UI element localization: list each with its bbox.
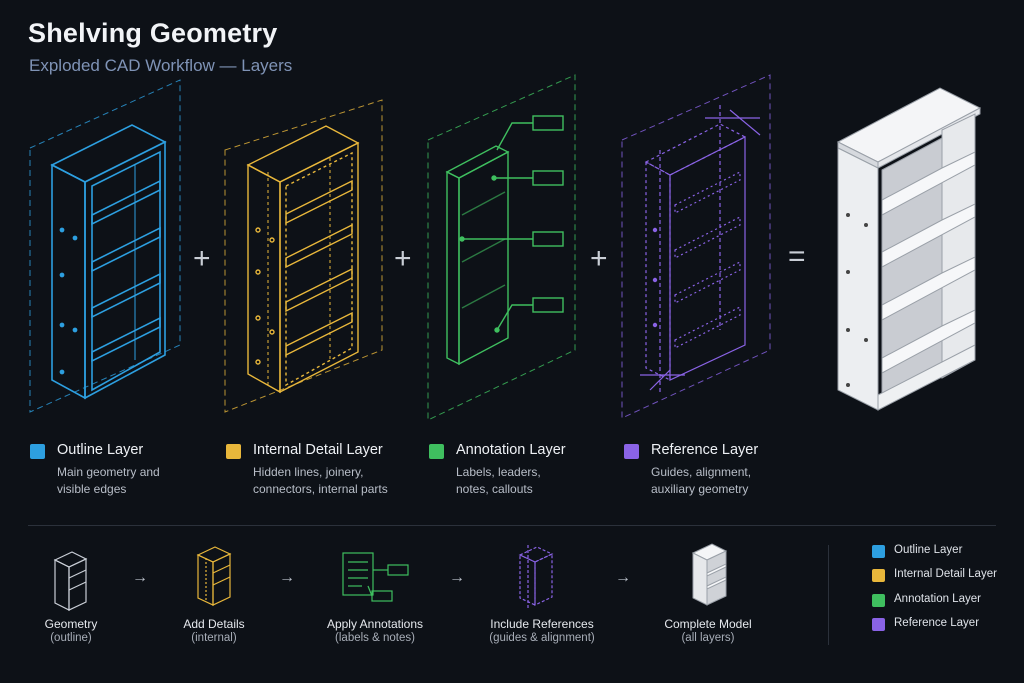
annotation-swatch [429,444,444,459]
legend-desc: visible edges [57,482,127,496]
complete-model-bookcase [836,87,982,411]
workflow-references-icon [518,545,554,610]
key-annotation-swatch [872,594,885,607]
detail-swatch [226,444,241,459]
outline-layer-bookcase [29,79,181,413]
annotation-layer-bookcase [427,74,576,421]
key-label: Annotation Layer [894,593,981,605]
legend-name: Annotation Layer [456,442,566,458]
workflow-step-label: Include References [490,617,594,631]
legend-desc: Main geometry and [57,465,160,479]
workflow-arrow-icon: → [615,569,631,586]
plus-operator: + [193,242,211,275]
workflow-step-label: Apply Annotations [326,617,424,631]
key-detail-swatch [872,569,885,582]
section-divider [28,525,996,526]
workflow-annotations-icon [342,552,409,602]
workflow-geometry-icon [53,551,88,611]
plus-operator: + [394,242,412,275]
workflow-step-sub: (guides & alignment) [489,632,595,644]
outline-swatch [30,444,45,459]
legend-desc: connectors, internal parts [253,482,388,496]
internal-detail-layer-bookcase [224,99,383,413]
equals-operator: = [788,240,806,273]
key-divider [828,545,829,645]
legend-name: Outline Layer [57,442,144,458]
page-subtitle: Exploded CAD Workflow — Layers [29,56,293,75]
workflow-step-label: Add Details [183,617,245,631]
key-reference-swatch [872,618,885,631]
legend-name: Reference Layer [651,442,759,458]
reference-swatch [624,444,639,459]
legend-desc: notes, callouts [456,482,533,496]
legend-name: Internal Detail Layer [253,442,383,458]
key-outline-swatch [872,545,885,558]
page-title: Shelving Geometry [28,18,278,48]
legend-desc: Labels, leaders, [456,465,541,479]
workflow-arrow-icon: → [132,569,148,586]
legend-desc: auxiliary geometry [651,482,749,496]
workflow-details-icon [196,546,232,606]
workflow-complete-model-icon [691,543,728,606]
key-label: Outline Layer [894,544,963,556]
workflow-step-sub: (internal) [191,632,237,644]
workflow-step-label: Complete Model [664,617,752,631]
legend-desc: Hidden lines, joinery, [253,465,364,479]
workflow-step-sub: (labels & notes) [335,632,415,644]
legend-desc: Guides, alignment, [651,465,752,479]
workflow-step-sub: (outline) [50,632,92,644]
workflow-arrow-icon: → [449,569,465,586]
workflow-step-sub: (all layers) [681,632,735,644]
key-label: Reference Layer [894,617,980,629]
workflow-arrow-icon: → [279,569,295,586]
workflow-step-label: Geometry [44,617,98,631]
reference-layer-bookcase [621,74,771,419]
key-label: Internal Detail Layer [894,568,997,580]
plus-operator: + [590,242,608,275]
